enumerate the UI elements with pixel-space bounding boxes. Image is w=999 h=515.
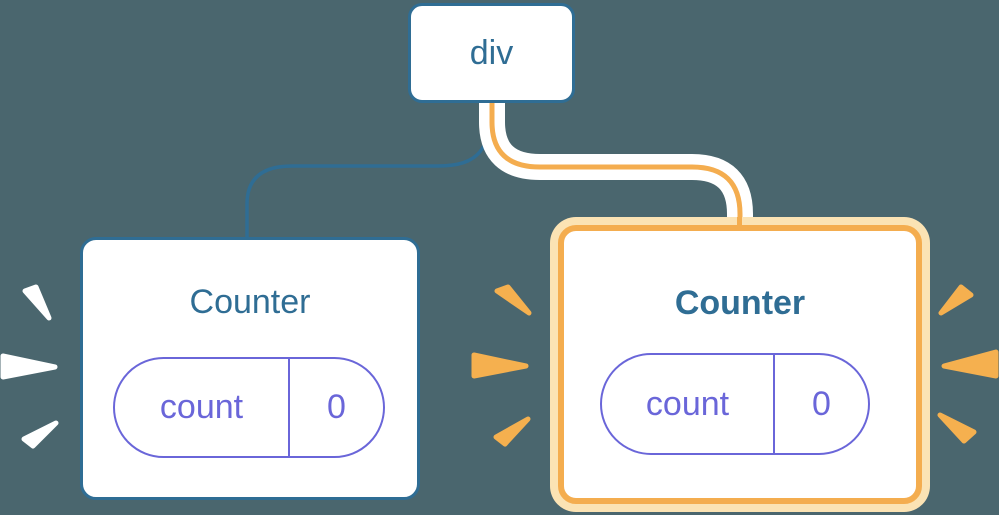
- white-flash-sparks: [0, 284, 59, 449]
- counter-card-left: Counter count 0: [80, 237, 420, 500]
- orange-flash-sparks-left: [471, 284, 532, 447]
- orange-spark-icon: [493, 416, 531, 447]
- state-value-cell: 0: [812, 384, 831, 423]
- edge-root-to-left-counter: [245, 99, 494, 240]
- counter-title: Counter: [674, 284, 806, 322]
- state-key-cell: count: [159, 388, 244, 426]
- state-pill: count 0: [113, 357, 385, 458]
- state-key-cell: count: [645, 384, 730, 423]
- orange-spark-icon: [941, 349, 999, 379]
- edge-root-to-right-counter: [489, 100, 743, 228]
- orange-flash-sparks-right: [937, 284, 999, 444]
- state-value-cell: 0: [327, 388, 346, 426]
- orange-spark-icon: [494, 284, 532, 316]
- white-spark-icon: [21, 420, 59, 449]
- orange-spark-icon: [938, 284, 974, 316]
- white-spark-icon: [0, 353, 58, 380]
- root-node-label: div: [469, 33, 514, 72]
- edge-highlight-casing: [479, 100, 753, 218]
- counter-title: Counter: [189, 283, 311, 321]
- root-node: div: [408, 3, 575, 103]
- state-pill: count 0: [600, 353, 870, 455]
- white-spark-icon: [22, 284, 52, 321]
- state-divider: [773, 355, 775, 453]
- counter-card-right-glow: Counter count 0: [550, 217, 930, 512]
- orange-spark-icon: [937, 412, 977, 444]
- counter-card-right: Counter count 0: [558, 225, 922, 504]
- state-divider: [288, 359, 290, 456]
- orange-spark-icon: [471, 352, 529, 379]
